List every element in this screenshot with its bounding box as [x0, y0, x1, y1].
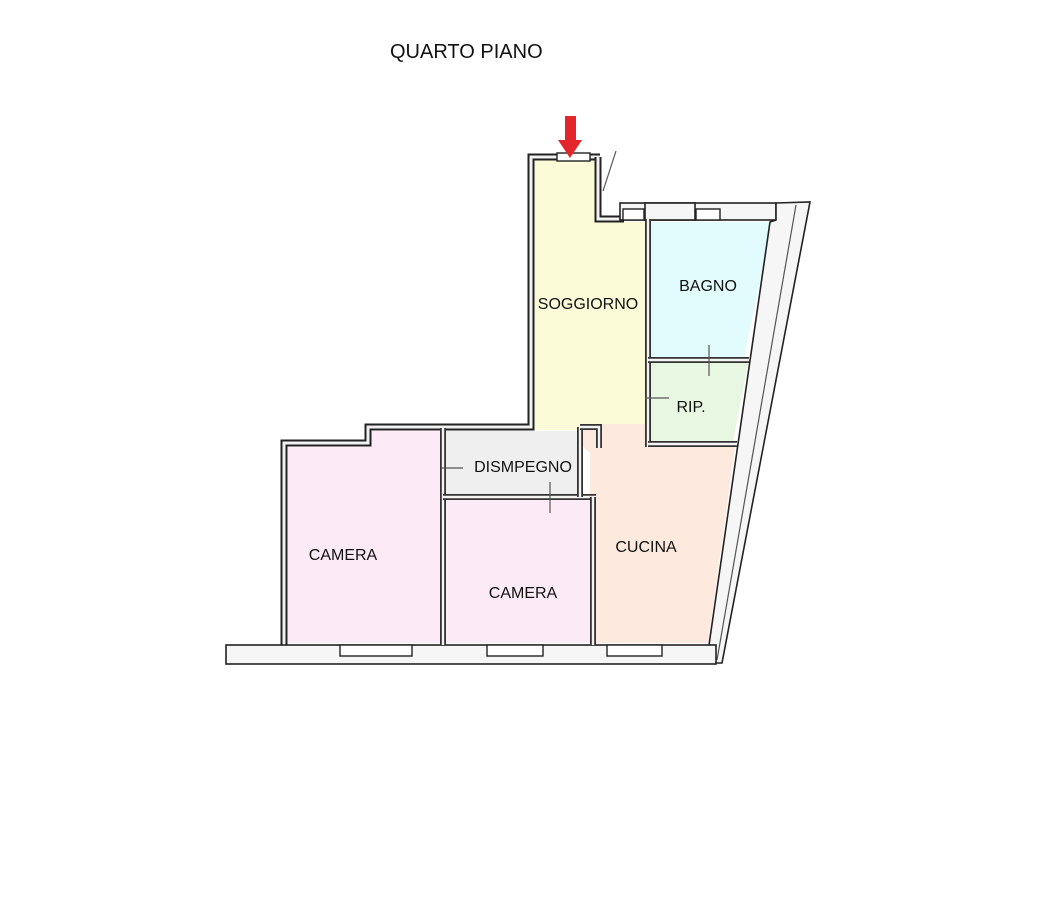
room-disimpegno	[446, 431, 577, 494]
room-labels: SOGGIORNO BAGNO RIP. DISMPEGNO CAMERA CA…	[309, 278, 737, 602]
room-camera-middle	[446, 500, 590, 643]
label-camera-left: CAMERA	[309, 547, 378, 564]
wall-corner-notch-inner	[580, 425, 601, 448]
label-bagno: BAGNO	[679, 278, 737, 295]
label-camera-middle: CAMERA	[489, 585, 558, 602]
red-down-arrow-icon	[558, 116, 582, 158]
room-bagno	[651, 222, 772, 357]
room-cucina	[583, 424, 735, 643]
exterior-wall-left-inner	[282, 155, 600, 648]
room-ripostiglio	[651, 363, 748, 442]
room-fills	[288, 160, 772, 643]
exterior-wall-right-inner-line	[716, 204, 797, 661]
exterior-walls	[225, 150, 811, 665]
floor-title: QUARTO PIANO	[390, 41, 543, 63]
label-disimpegno: DISMPEGNO	[474, 459, 572, 476]
exterior-wall-edge	[602, 150, 617, 192]
wall-pillar-top	[644, 202, 696, 221]
label-cucina: CUCINA	[615, 539, 677, 556]
window-bottom-camera-middle	[486, 644, 544, 657]
interior-walls	[440, 219, 749, 645]
window-top-2	[695, 208, 721, 221]
room-soggiorno	[533, 160, 645, 430]
exterior-wall-notch-inner	[596, 157, 624, 221]
window-bottom-camera-left	[339, 644, 413, 657]
window-top-1	[622, 208, 645, 221]
window-top-entrance	[556, 152, 591, 162]
window-bottom-cucina	[606, 644, 663, 657]
door-markers	[441, 345, 710, 513]
room-camera-left	[288, 431, 440, 643]
label-ripostiglio: RIP.	[676, 399, 705, 416]
label-soggiorno: SOGGIORNO	[538, 296, 638, 313]
